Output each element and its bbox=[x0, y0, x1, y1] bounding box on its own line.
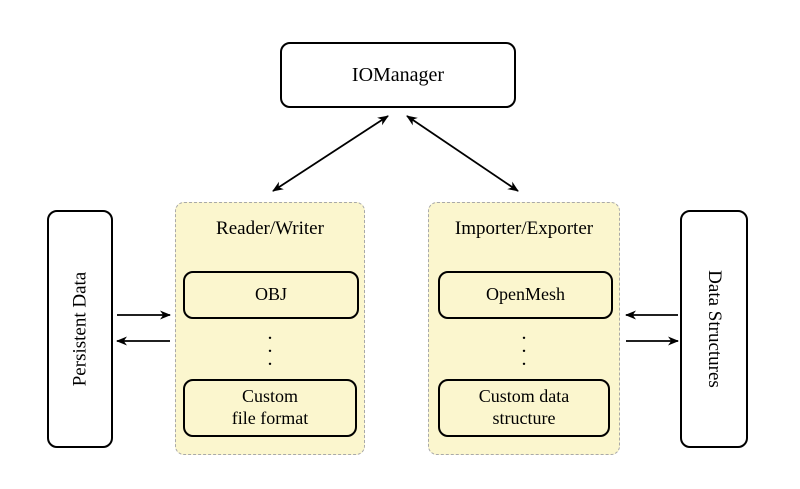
custom-data-structure-node: Custom data structure bbox=[438, 379, 610, 437]
custom-file-format-line1: Custom bbox=[241, 386, 298, 407]
custom-data-structure-line1: Custom data bbox=[478, 386, 570, 407]
importer-exporter-title: Importer/Exporter bbox=[454, 218, 594, 239]
reader-writer-title: Reader/Writer bbox=[216, 218, 324, 239]
obj-node: OBJ bbox=[183, 271, 359, 319]
vertical-dots: . . . bbox=[522, 327, 526, 369]
data-structures-label: Data Structures bbox=[704, 270, 725, 388]
custom-file-format-node: Custom file format bbox=[183, 379, 357, 437]
iomanager-label: IOManager bbox=[351, 63, 445, 86]
persistent-data-node: Persistent Data bbox=[47, 210, 113, 448]
importer-exporter-panel: Importer/Exporter OpenMesh . . . Custom … bbox=[428, 202, 620, 455]
openmesh-label: OpenMesh bbox=[486, 284, 565, 305]
custom-file-format-line2: file format bbox=[231, 408, 309, 428]
iomanager-node: IOManager bbox=[280, 42, 516, 108]
vertical-dots: . . . bbox=[268, 327, 272, 369]
obj-label: OBJ bbox=[254, 284, 287, 305]
arrow-iomanager-importer-exporter bbox=[406, 115, 519, 192]
custom-data-structure-line2: structure bbox=[492, 408, 556, 428]
data-structures-node: Data Structures bbox=[680, 210, 748, 448]
openmesh-node: OpenMesh bbox=[438, 271, 613, 319]
persistent-data-label: Persistent Data bbox=[69, 271, 91, 387]
arrow-iomanager-reader-writer bbox=[272, 115, 389, 192]
reader-writer-panel: Reader/Writer OBJ . . . Custom file form… bbox=[175, 202, 365, 455]
